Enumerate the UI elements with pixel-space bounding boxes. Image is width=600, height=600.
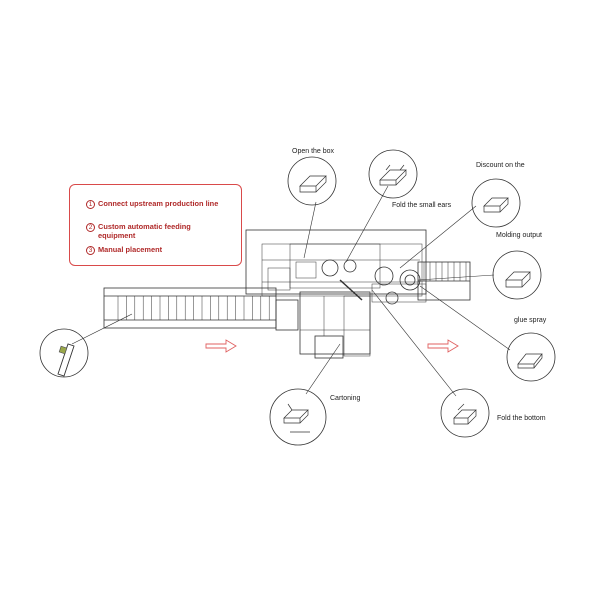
label-discount: Discount on the: [476, 162, 525, 169]
detail-circle-open-box: [287, 156, 337, 206]
detail-circle-fold-bottom: [440, 388, 490, 438]
callout-step-2: 2 Custom automatic feeding equipment: [86, 222, 226, 240]
feeding-options-callout: 1 Connect upstream production line 2 Cus…: [69, 184, 242, 266]
step-text: Custom automatic feeding equipment: [98, 222, 191, 240]
machine-body: [245, 229, 471, 359]
label-fold-bottom: Fold the bottom: [497, 415, 546, 422]
label-fold-small-ears: Fold the small ears: [392, 202, 452, 209]
product-pack-icons: [57, 164, 543, 433]
detail-circle-fold-ears: [368, 149, 418, 199]
label-cartoning: Cartoning: [330, 395, 361, 402]
step-text: Connect upstream production line: [98, 199, 219, 208]
flow-arrow-icon: [205, 339, 459, 353]
step-number: 2: [86, 223, 95, 232]
leader-lines: [71, 185, 511, 397]
detail-circle-product: [39, 328, 89, 378]
label-glue-spray: glue spray: [514, 317, 547, 324]
step-number: 3: [86, 246, 95, 255]
detail-circle-discount: [471, 178, 521, 228]
feeding-conveyor: [103, 287, 299, 331]
label-open-box: Open the box: [292, 148, 335, 155]
detail-circle-cartoning: [269, 388, 327, 446]
label-molding-output: Molding output: [496, 232, 542, 239]
step-text: Manual placement: [98, 245, 163, 254]
detail-circles: [39, 149, 556, 446]
step-number: 1: [86, 200, 95, 209]
detail-circle-molding: [492, 250, 542, 300]
detail-circle-glue: [506, 332, 556, 382]
callout-step-1: 1 Connect upstream production line: [86, 199, 226, 209]
callout-step-3: 3 Manual placement: [86, 245, 226, 255]
